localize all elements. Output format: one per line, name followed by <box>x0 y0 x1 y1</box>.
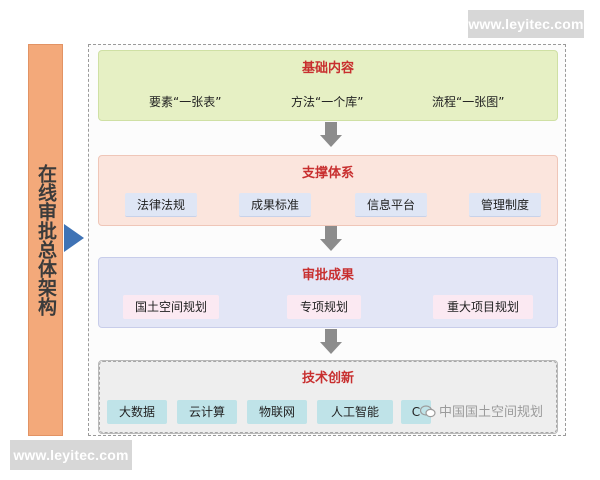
layer-support-system: 支撑体系 法律法规 成果标准 信息平台 管理制度 <box>98 155 558 226</box>
item-process-map: 流程“一张图” <box>432 95 505 109</box>
layer-title: 基础内容 <box>301 61 354 76</box>
layer-approval-results: 审批成果 国土空间规划 专项规划 重大项目规划 <box>98 257 558 328</box>
credit-text: 中国国土空间规划 <box>439 405 544 420</box>
layer-basic-content: 基础内容 要素“一张表” 方法“一个库” 流程“一张图” <box>98 50 558 121</box>
layer-tech-innovation: 技术创新 大数据 云计算 物联网 人工智能 C <box>98 360 558 434</box>
layer-title: 技术创新 <box>301 371 354 386</box>
watermark-top: www.leyitec.com <box>468 10 584 38</box>
item-major-project-plan: 重大项目规划 <box>433 295 533 319</box>
pointer-arrow-icon <box>64 224 84 252</box>
item-special-plan: 专项规划 <box>287 295 361 319</box>
source-credit: 中国国土空间规划 <box>420 401 543 420</box>
item-ai: 人工智能 <box>317 400 393 424</box>
item-iot: 物联网 <box>247 400 307 424</box>
watermark-bottom: www.leyitec.com <box>10 440 132 470</box>
item-result-standards: 成果标准 <box>239 193 311 217</box>
architecture-sidebar: 在线审批总体架构 <box>28 44 63 436</box>
down-arrow-icon <box>320 226 342 254</box>
item-info-platform: 信息平台 <box>355 193 427 217</box>
item-method-library: 方法“一个库” <box>291 95 364 109</box>
item-elements-table: 要素“一张表” <box>149 95 222 109</box>
sidebar-label: 在线审批总体架构 <box>35 164 57 316</box>
item-territorial-plan: 国土空间规划 <box>123 295 219 319</box>
layer-title: 支撑体系 <box>301 166 354 181</box>
wechat-icon <box>420 405 436 418</box>
item-laws-regulations: 法律法规 <box>125 193 197 217</box>
item-management-system: 管理制度 <box>469 193 541 217</box>
down-arrow-icon <box>320 122 342 150</box>
item-cloud-computing: 云计算 <box>177 400 237 424</box>
down-arrow-icon <box>320 329 342 357</box>
layer-title: 审批成果 <box>301 268 354 283</box>
item-big-data: 大数据 <box>107 400 167 424</box>
